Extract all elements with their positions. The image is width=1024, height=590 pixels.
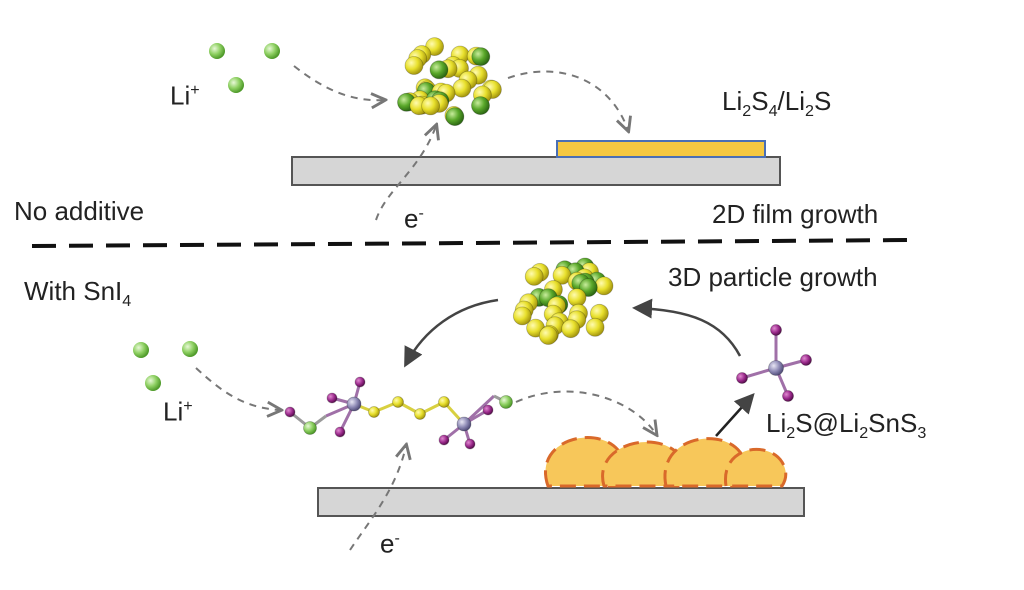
lithium-atom [499, 395, 513, 409]
iodine-atom [326, 392, 338, 404]
polysulfide-cluster-bottom [512, 257, 614, 345]
sulfur-atom [404, 56, 424, 75]
lithium-atom [445, 107, 465, 126]
lithium-atom [429, 60, 449, 80]
iodine-atom [438, 434, 450, 446]
arrow-li-to-cluster-top [293, 65, 384, 100]
tin-atom [346, 396, 362, 412]
substrate-top [291, 156, 781, 186]
film-deposit [556, 140, 766, 158]
sulfur-atom [524, 266, 544, 286]
growth-mode-label-top: 2D film growth [712, 199, 879, 229]
sulfur-atom [567, 288, 587, 308]
arrow-electron-bottom [349, 446, 406, 551]
li-ion [264, 43, 280, 59]
arrow-li-to-chain [195, 367, 280, 410]
iodine-atom [800, 354, 812, 366]
iodine-atom [464, 438, 476, 450]
sulfur-atom [452, 78, 472, 98]
particle [724, 447, 788, 488]
substrate-bottom [317, 487, 805, 517]
iodine-atom [736, 372, 748, 384]
sulfur-atom [561, 319, 581, 339]
li-ion [182, 341, 198, 357]
li-ion [209, 43, 225, 59]
iodine-atom [482, 404, 494, 416]
particle-deposits [544, 436, 788, 488]
sulfur-atom [392, 396, 404, 408]
li-ion [228, 77, 244, 93]
lithium-atom [471, 96, 490, 115]
sulfur-atom [512, 306, 532, 326]
iodine-atom [770, 324, 782, 336]
sulfur-atom [368, 406, 380, 418]
iodine-atom [354, 376, 366, 388]
sulfur-atom [421, 96, 441, 116]
condition-label-top: No additive [14, 196, 145, 226]
arrow-cycle-left [404, 298, 499, 368]
sulfur-atom [585, 317, 605, 337]
lithium-atom [303, 421, 317, 435]
tin-atom [456, 416, 472, 432]
li-ion [133, 342, 149, 358]
growth-mode-label-bottom: 3D particle growth [668, 262, 878, 292]
sulfide-chain-complex [284, 376, 513, 450]
li-ion-label-bottom: Li+ [163, 396, 193, 427]
sulfur-atom [438, 396, 450, 408]
polysulfide-cluster-top [397, 37, 502, 126]
product-label-bottom: Li2S@Li2SnS3 [766, 408, 927, 443]
tin-atom [768, 360, 784, 376]
iodine-atom [284, 406, 296, 418]
li-ion-group-top [209, 43, 280, 93]
sulfur-atom [538, 326, 558, 345]
iodine-atom [782, 390, 794, 402]
section-divider [31, 238, 913, 248]
iodine-atom [334, 426, 346, 438]
lithium-atom [471, 47, 491, 66]
condition-label-bottom: With SnI4 [24, 276, 132, 311]
arrow-electron-top [375, 126, 436, 221]
product-label-top: Li2S4/Li2S [722, 86, 832, 121]
arrow-chain-to-particles [515, 390, 656, 434]
li-ion-group-bottom [133, 341, 198, 391]
electron-label-bottom: e- [380, 528, 400, 559]
arrow-cluster-to-film [507, 70, 628, 130]
arrow-particle-to-complex [715, 393, 755, 437]
sulfur-atom [594, 276, 614, 296]
sulfur-atom [414, 408, 426, 420]
arrow-cycle-right [632, 298, 742, 357]
li-ion-label-top: Li+ [170, 80, 200, 111]
electron-label-top: e- [404, 203, 424, 234]
tin-iodide-complex [736, 324, 812, 402]
li-ion [145, 375, 161, 391]
